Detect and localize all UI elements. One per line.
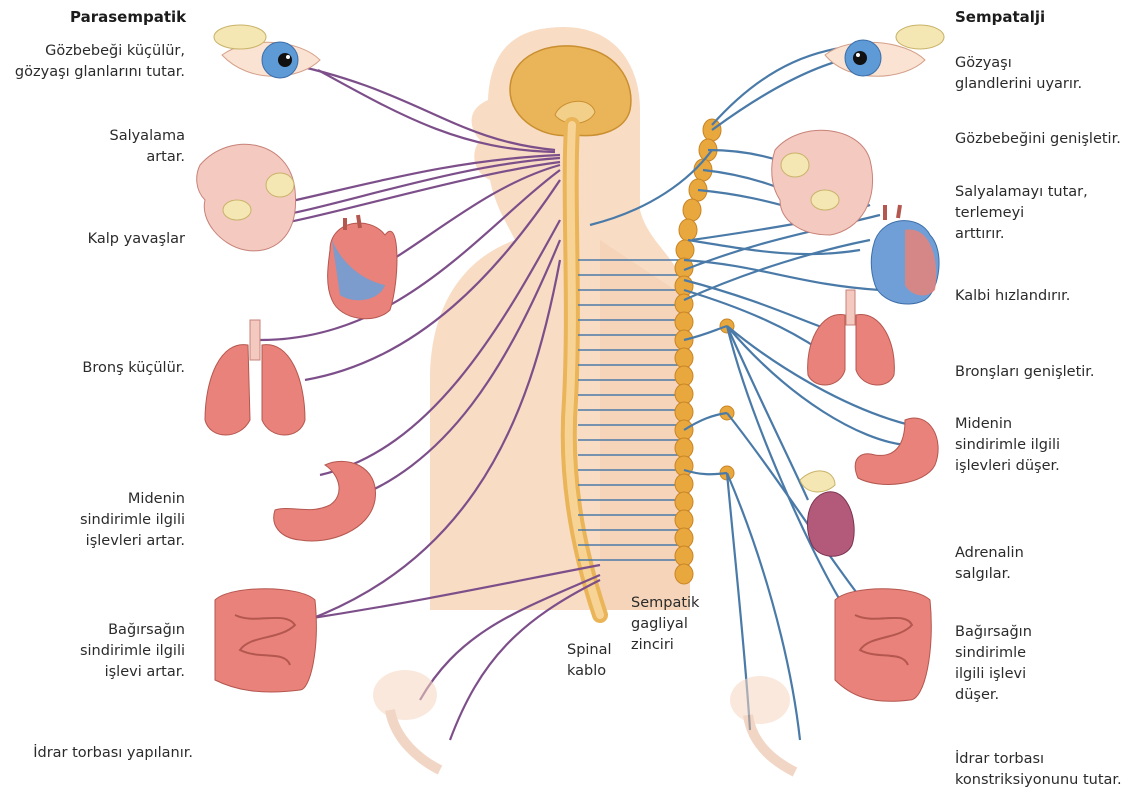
salivary-gland-icon-right xyxy=(772,130,873,235)
ganglion-chain-label: Sempatik gagliyal zinciri xyxy=(631,593,699,656)
left-label-stomach: Midenin sindirimle ilgili işlevleri arta… xyxy=(80,489,185,552)
kidney-adrenal-icon xyxy=(800,471,854,556)
right-label-adrenal: Adrenalin salgılar. xyxy=(955,543,1024,585)
sympathetic-title: Sempatalji xyxy=(955,8,1045,26)
left-label-heart: Kalp yavaşlar xyxy=(88,229,185,250)
left-label-eye: Gözbebeği küçülür, gözyaşı glanlarını tu… xyxy=(15,41,185,83)
left-label-salivary: Salyalama artar. xyxy=(109,126,185,168)
bladder-icon-right xyxy=(730,676,795,772)
bladder-icon xyxy=(373,670,440,770)
right-label-lungs: Bronşları genişletir. xyxy=(955,362,1095,383)
right-label-stomach: Midenin sindirimle ilgili işlevleri düşe… xyxy=(955,414,1060,477)
intestine-icon-right xyxy=(835,589,931,702)
right-label-intestine: Bağırsağın sindirimle ilgili işlevi düşe… xyxy=(955,622,1032,706)
stomach-icon-right xyxy=(855,418,938,484)
lungs-icon-right xyxy=(808,290,895,385)
spinal-cord-label: Spinal kablo xyxy=(567,640,612,682)
sympathetic-ganglion-chain xyxy=(675,119,721,584)
eye-icon xyxy=(214,25,320,78)
right-label-bladder: İdrar torbası konstriksiyonunu tutar. xyxy=(955,749,1122,791)
cord-to-chain-connections xyxy=(578,260,684,560)
heart-icon xyxy=(328,215,397,319)
left-label-intestine: Bağırsağın sindirimle ilgili işlevi arta… xyxy=(80,620,185,683)
heart-icon-right xyxy=(871,205,939,304)
left-label-bladder: İdrar torbası yapılanır. xyxy=(33,743,193,764)
left-label-lungs: Bronş küçülür. xyxy=(82,358,185,379)
intestine-icon xyxy=(215,589,316,692)
right-label-salivary: Salyalamayı tutar, terlemeyi arttırır. xyxy=(955,182,1088,245)
salivary-gland-icon xyxy=(197,144,296,251)
eye-icon-right xyxy=(825,25,944,76)
right-label-pupil: Gözbebeğini genişletir. xyxy=(955,129,1121,150)
parasympathetic-title: Parasempatik xyxy=(70,8,186,26)
right-label-heart: Kalbi hızlandırır. xyxy=(955,286,1070,307)
right-label-tear: Gözyaşı glandlerini uyarır. xyxy=(955,53,1082,95)
